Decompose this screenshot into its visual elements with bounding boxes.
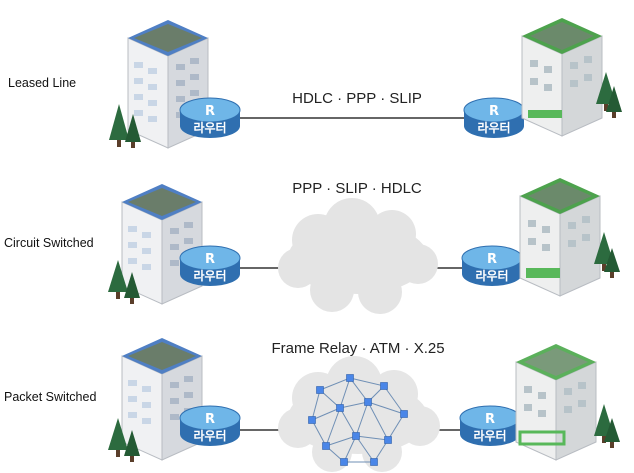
circuit-switched-cloud: [278, 198, 438, 314]
tree-icon: [594, 404, 620, 448]
row-circuit-switched: R 라우터 R 라우터: [108, 178, 620, 314]
router-icon: R 라우터: [180, 406, 240, 446]
router-letter: R: [487, 252, 497, 267]
row-leased-line: R 라우터 R 라우터: [109, 18, 622, 148]
protocols-circuit-switched: PPP · SLIP · HDLC: [292, 180, 422, 197]
right-building-green: [520, 178, 600, 296]
row-label-circuit-switched: Circuit Switched: [4, 236, 94, 250]
router-name: 라우터: [193, 268, 226, 283]
router-name: 라우터: [477, 120, 510, 135]
packet-switched-cloud: [278, 356, 440, 472]
router-letter: R: [489, 104, 499, 119]
protocols-packet-switched: Frame Relay · ATM · X.25: [271, 340, 444, 357]
protocols-leased-line: HDLC · PPP · SLIP: [292, 90, 422, 107]
router-icon: R 라우터: [464, 98, 524, 138]
router-name: 라우터: [193, 120, 226, 135]
router-icon: R 라우터: [180, 246, 240, 286]
router-letter: R: [485, 412, 495, 427]
router-letter: R: [205, 104, 215, 119]
row-packet-switched: R 라우터 R 라우터: [108, 338, 620, 472]
router-letter: R: [205, 252, 215, 267]
router-icon: R 라우터: [460, 406, 520, 446]
row-label-leased-line: Leased Line: [8, 76, 76, 90]
row-label-packet-switched: Packet Switched: [4, 390, 96, 404]
right-building-green: [522, 18, 602, 136]
router-name: 라우터: [473, 428, 506, 443]
router-icon: R 라우터: [462, 246, 522, 286]
router-letter: R: [205, 412, 215, 427]
router-name: 라우터: [193, 428, 226, 443]
right-building-green: [516, 344, 596, 460]
router-name: 라우터: [475, 268, 508, 283]
router-icon: R 라우터: [180, 98, 240, 138]
